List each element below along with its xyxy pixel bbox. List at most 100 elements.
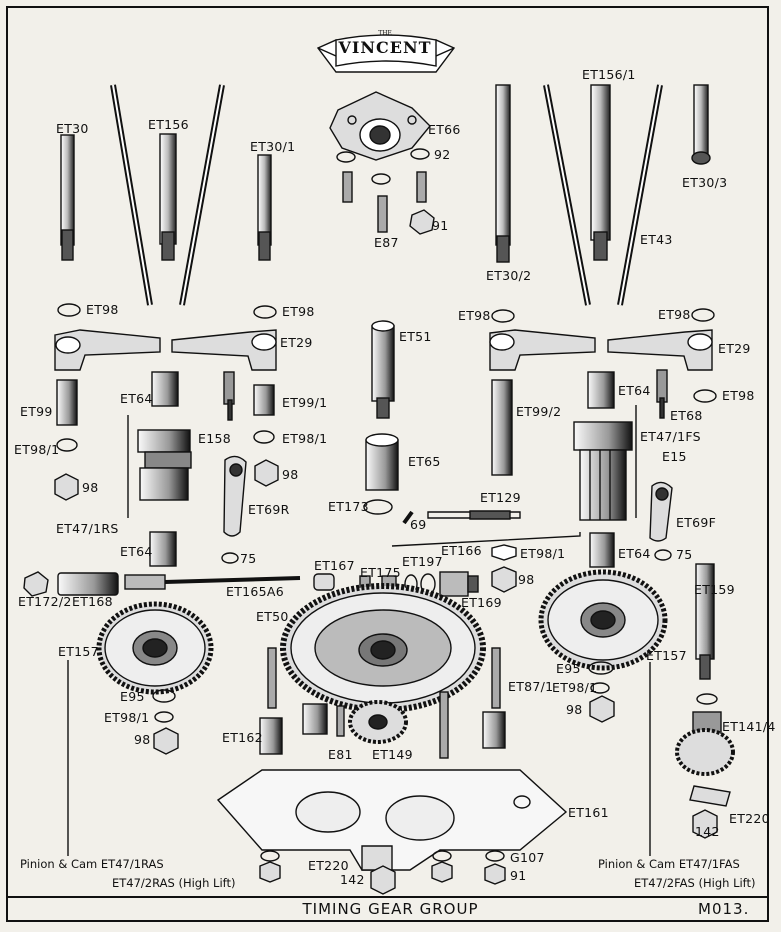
label-91: 91	[432, 218, 449, 233]
ET172-2-nut	[23, 571, 49, 597]
ET30-2-tappet	[495, 84, 511, 263]
ET87-1-stud	[491, 647, 501, 709]
stud	[342, 171, 353, 203]
nut	[431, 861, 453, 883]
label-E81: E81	[328, 747, 353, 762]
ET30-tappet	[60, 134, 75, 261]
note-left-line1: Pinion & Cam ET47/1RAS	[20, 857, 164, 871]
ET29-rocker-right-a	[489, 329, 596, 371]
ET98-washer	[693, 389, 717, 403]
ET68-tappet-adjuster	[656, 369, 668, 419]
98-nut	[153, 727, 179, 755]
logo-small-text: THE	[378, 30, 392, 37]
label-ET156-1: ET156/1	[582, 67, 636, 82]
label-ET220: ET220	[729, 811, 770, 826]
label-142: 142	[340, 872, 365, 887]
washer	[260, 850, 280, 862]
pushrod-right-2	[617, 84, 663, 306]
ET167-plunger	[313, 573, 335, 591]
ET98-1-washer	[56, 438, 78, 452]
label-ET129: ET129	[480, 490, 521, 505]
ET165A6-rod	[124, 574, 301, 590]
sheet-number: M013.	[698, 900, 750, 918]
sheet-border	[6, 6, 769, 922]
label-ET64: ET64	[618, 383, 651, 398]
ET98-1-washer	[154, 711, 174, 723]
98-nut	[254, 459, 279, 487]
bush	[302, 703, 328, 735]
label-ET98-1: ET98/1	[104, 710, 150, 725]
ET162-bush	[259, 717, 283, 755]
label-ET98-1: ET98/1	[14, 442, 60, 457]
ET156-tappet	[159, 133, 177, 261]
label-92: 92	[434, 147, 451, 162]
label-ET51: ET51	[399, 329, 432, 344]
ET47-1RS-cam-assembly	[137, 429, 192, 501]
washer	[336, 151, 356, 163]
label-ET175: ET175	[360, 565, 401, 580]
ET69R-follower	[223, 455, 247, 537]
ET30-1-tappet	[257, 154, 272, 261]
ET157-gear-right	[538, 569, 668, 671]
label-ET69R: ET69R	[248, 502, 290, 517]
washer	[432, 850, 452, 862]
ET168-sleeve	[57, 572, 119, 596]
98-nut	[491, 566, 517, 593]
label-ET66: ET66	[428, 122, 461, 137]
label-ET172-2: ET172/2	[18, 594, 72, 609]
label-98: 98	[134, 732, 151, 747]
note-right-line1: Pinion & Cam ET47/1FAS	[598, 857, 740, 871]
label-ET98-1: ET98/1	[520, 546, 566, 561]
ET29-rocker-left-a	[54, 329, 161, 371]
ET29-rocker-right-b	[607, 329, 713, 371]
washer	[371, 173, 391, 185]
ET51-spindle	[371, 320, 395, 419]
E87-stud	[377, 195, 388, 233]
ET47-1FS-cam-assembly	[573, 421, 633, 521]
label-ET162: ET162	[222, 730, 263, 745]
69-pin	[402, 510, 414, 525]
note-right-line2: ET47/2FAS (High Lift)	[634, 876, 756, 890]
note-left-line2: ET47/2RAS (High Lift)	[112, 876, 236, 890]
label-ET167: ET167	[314, 558, 355, 573]
ET98-1-washer	[253, 430, 275, 444]
label-75: 75	[240, 551, 257, 566]
nut	[259, 861, 281, 883]
ET99-2-spindle	[491, 379, 513, 476]
ET220-lockplate	[689, 785, 731, 807]
label-ET197: ET197	[402, 554, 443, 569]
91-nut	[409, 209, 435, 235]
label-ET157: ET157	[58, 644, 99, 659]
label-ET64: ET64	[120, 391, 153, 406]
75-washer	[221, 552, 239, 564]
ET98-washer	[57, 303, 81, 317]
ET220-lockplate	[361, 845, 393, 871]
label-142: 142	[695, 824, 720, 839]
label-ET65: ET65	[408, 454, 441, 469]
label-ET166: ET166	[441, 543, 482, 558]
ET173-washer	[363, 499, 393, 515]
label-ET64: ET64	[618, 546, 651, 561]
ET98-washer	[253, 305, 277, 319]
ET64-bush	[151, 371, 179, 407]
label-ET220: ET220	[308, 858, 349, 873]
label-ET161: ET161	[568, 805, 609, 820]
label-ET87-1: ET87/1	[508, 679, 554, 694]
label-75: 75	[676, 547, 693, 562]
stud	[267, 647, 277, 709]
label-98: 98	[566, 702, 583, 717]
label-ET98-1: ET98/1	[282, 431, 328, 446]
ET69F-follower	[649, 481, 673, 542]
washer	[696, 693, 718, 705]
75-washer	[654, 549, 672, 561]
vincent-logo-text: VINCENT	[338, 38, 432, 57]
ET64-bush-lower	[589, 532, 615, 568]
ET98-1-washer	[590, 682, 610, 694]
label-ET99-2: ET99/2	[516, 404, 562, 419]
ET157-gear-left	[96, 601, 214, 695]
label-ET157: ET157	[646, 648, 687, 663]
label-ET98: ET98	[458, 308, 491, 323]
label-G107: G107	[510, 850, 545, 865]
